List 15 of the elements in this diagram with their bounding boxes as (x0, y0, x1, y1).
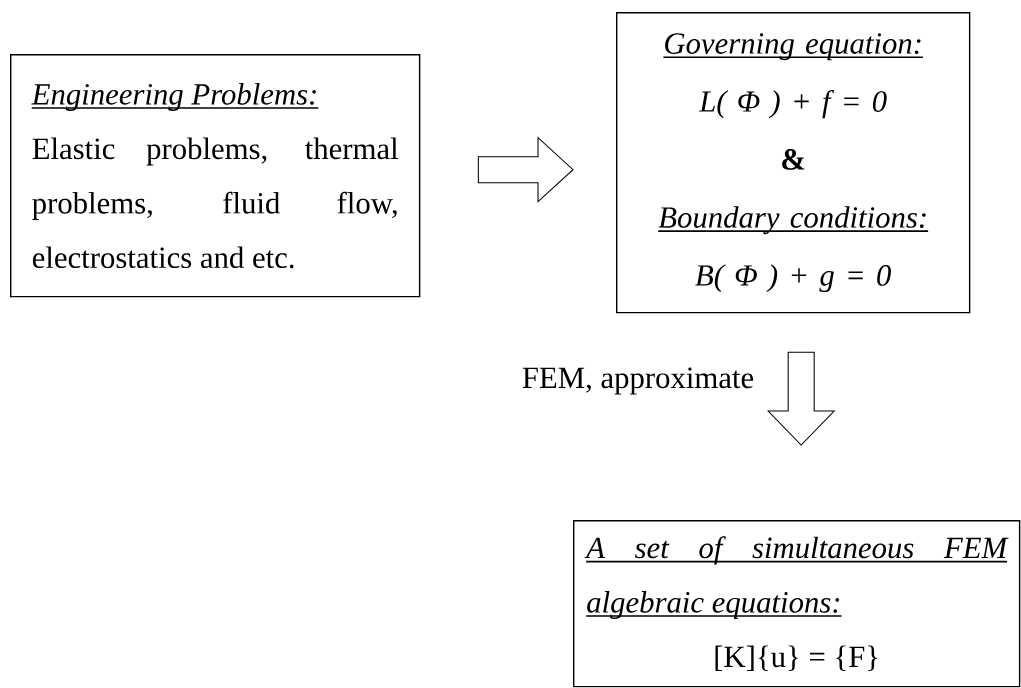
body-text: Elastic problems, thermal problems, fluid flow, electrostatics and etc. (32, 137, 399, 269)
text-box (10, 54, 421, 298)
text-box (616, 12, 971, 314)
edge-label: FEM, approximate (520, 365, 756, 397)
text-box (573, 520, 1021, 688)
ampersand: & (782, 149, 805, 170)
equation: [K]{u} = {F} (715, 645, 878, 671)
underlined-heading: Governing equation: (662, 33, 924, 61)
block-arrow (477, 136, 574, 203)
equation: B( Φ ) + g = 0 (695, 264, 891, 293)
underlined-heading: Boundary conditions: (657, 206, 929, 235)
block-arrow (766, 351, 836, 446)
underlined-heading: Engineering Problems: (30, 83, 320, 111)
equation: L( Φ ) + f = 0 (698, 89, 887, 119)
underlined-heading: A set of simultaneous FEM algebraic equations: (584, 536, 1009, 619)
